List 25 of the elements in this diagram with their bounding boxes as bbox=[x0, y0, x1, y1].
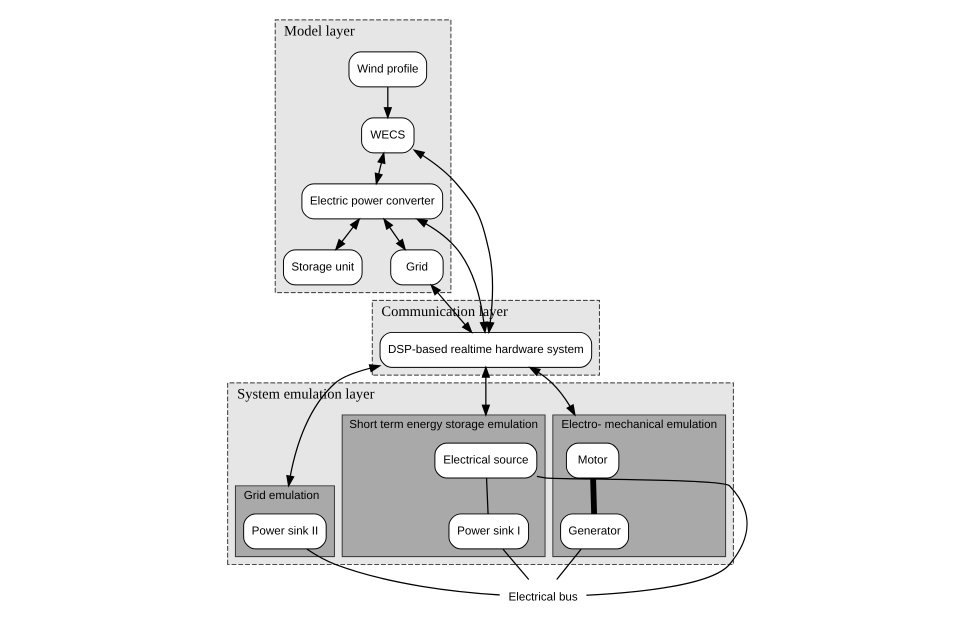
arrow bbox=[412, 149, 494, 334]
node-box: Power sink I bbox=[448, 513, 529, 550]
node-box: Generator bbox=[560, 513, 629, 550]
arrow bbox=[334, 218, 360, 251]
node-box: DSP-based realtime hardware system bbox=[379, 332, 592, 368]
node-box: Electric power converter bbox=[300, 183, 443, 220]
node-box: Storage unit bbox=[282, 249, 362, 286]
arrow bbox=[286, 364, 382, 488]
arrow bbox=[528, 366, 576, 417]
node-box: Power sink II bbox=[242, 513, 326, 550]
node-box: Electrical source bbox=[434, 442, 537, 479]
arrow bbox=[383, 87, 392, 120]
node-box: Grid bbox=[390, 249, 444, 286]
connector bbox=[306, 548, 500, 596]
connector bbox=[590, 478, 597, 514]
arrow bbox=[382, 218, 406, 252]
connector bbox=[502, 548, 529, 580]
node-box: WECS bbox=[360, 117, 414, 154]
connector bbox=[485, 478, 488, 514]
arrow bbox=[374, 151, 385, 186]
node-box: Wind profile bbox=[348, 51, 427, 88]
arrow bbox=[481, 365, 490, 417]
connector bbox=[556, 548, 582, 580]
node-box: Motor bbox=[565, 442, 619, 479]
node-text: Electrical bus bbox=[508, 590, 578, 604]
